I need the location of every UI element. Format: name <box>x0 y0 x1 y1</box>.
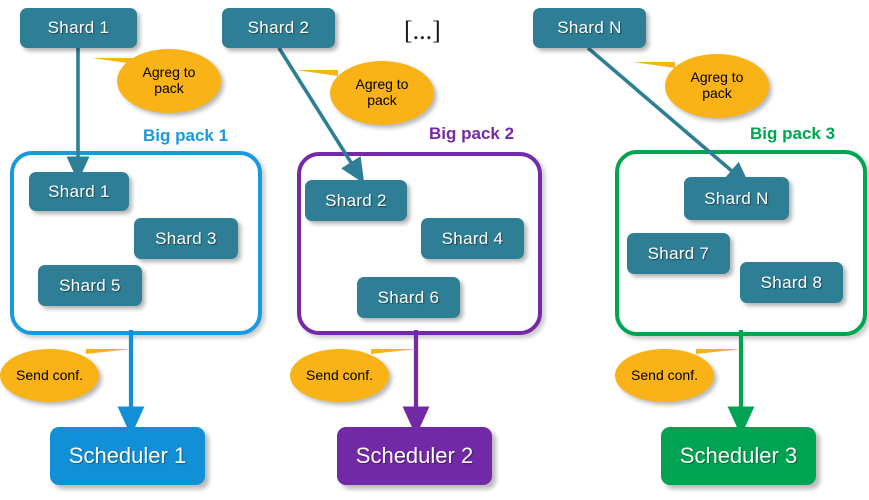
send-callout-2-tail <box>371 349 417 371</box>
scheduler-1-label: Scheduler 1 <box>68 443 187 468</box>
pack-3-title: Big pack 3 <box>750 124 836 143</box>
top-shard-2-label: Shard 2 <box>247 18 310 37</box>
pack-3-shard-7-label: Shard 7 <box>647 243 710 263</box>
pack-1-shard-5[interactable]: Shard 5 <box>38 265 142 306</box>
scheduler-1[interactable]: Scheduler 1 <box>50 427 205 485</box>
pack-1-shard-5-label: Shard 5 <box>59 275 121 295</box>
pack-1-shard-3-label: Shard 3 <box>155 228 217 248</box>
agreg-callout-1-line1: Agreg to <box>142 64 196 81</box>
agreg-callout-1-line2: pack <box>154 80 184 96</box>
scheduler-2[interactable]: Scheduler 2 <box>337 427 492 485</box>
scheduler-2-label: Scheduler 2 <box>355 443 474 468</box>
send-callout-3-tail <box>696 349 742 371</box>
send-callout-2-label: Send conf. <box>306 366 373 383</box>
scheduler-3[interactable]: Scheduler 3 <box>661 427 816 485</box>
pack-3-shard-8-label: Shard 8 <box>760 272 823 292</box>
send-callout-3: Send conf. <box>615 349 714 402</box>
pack-3-shard-n-label: Shard N <box>704 188 769 208</box>
scheduler-3-label: Scheduler 3 <box>679 443 798 468</box>
pack-2-shard-2-label: Shard 2 <box>325 190 387 210</box>
top-shard-1[interactable]: Shard 1 <box>20 8 137 48</box>
pack-1-shard-1-label: Shard 1 <box>48 181 110 201</box>
pack-2-shard-2[interactable]: Shard 2 <box>305 180 407 221</box>
ellipsis-label: [...] <box>404 16 441 45</box>
top-shard-1-label: Shard 1 <box>47 18 110 37</box>
agreg-callout-2-line1: Agreg to <box>355 76 409 93</box>
pack-2-shard-6[interactable]: Shard 6 <box>357 277 460 318</box>
pack-1-shard-3[interactable]: Shard 3 <box>134 218 238 259</box>
send-callout-1-label: Send conf. <box>16 366 83 383</box>
pack-3-shard-8[interactable]: Shard 8 <box>740 262 843 303</box>
top-shard-2[interactable]: Shard 2 <box>222 8 335 48</box>
pack-1-title: Big pack 1 <box>143 126 229 145</box>
agreg-callout-3-line2: pack <box>702 85 732 101</box>
pack-2-shard-6-label: Shard 6 <box>377 287 440 307</box>
agreg-callout-3-line1: Agreg to <box>690 69 744 86</box>
send-callout-2: Send conf. <box>290 349 389 402</box>
agreg-callout-2-line2: pack <box>367 92 397 108</box>
send-callout-1-tail <box>86 349 132 371</box>
send-callout-3-label: Send conf. <box>631 366 698 383</box>
pack-1-shard-1[interactable]: Shard 1 <box>29 172 129 211</box>
agreg-callout-2: Agreg to pack <box>330 61 434 125</box>
pack-2-shard-4[interactable]: Shard 4 <box>421 218 524 259</box>
agreg-callout-1: Agreg to pack <box>117 49 221 113</box>
agreg-callout-3: Agreg to pack <box>665 54 769 118</box>
top-shard-n-label: Shard N <box>557 18 622 37</box>
pack-2-title: Big pack 2 <box>429 124 515 143</box>
pack-3-shard-n[interactable]: Shard N <box>684 177 789 220</box>
top-shard-n[interactable]: Shard N <box>533 8 646 48</box>
pack-2-shard-4-label: Shard 4 <box>441 228 504 248</box>
pack-3-shard-7[interactable]: Shard 7 <box>627 233 730 274</box>
agreg-callout-1-tail <box>92 58 134 81</box>
send-callout-1: Send conf. <box>0 349 99 402</box>
